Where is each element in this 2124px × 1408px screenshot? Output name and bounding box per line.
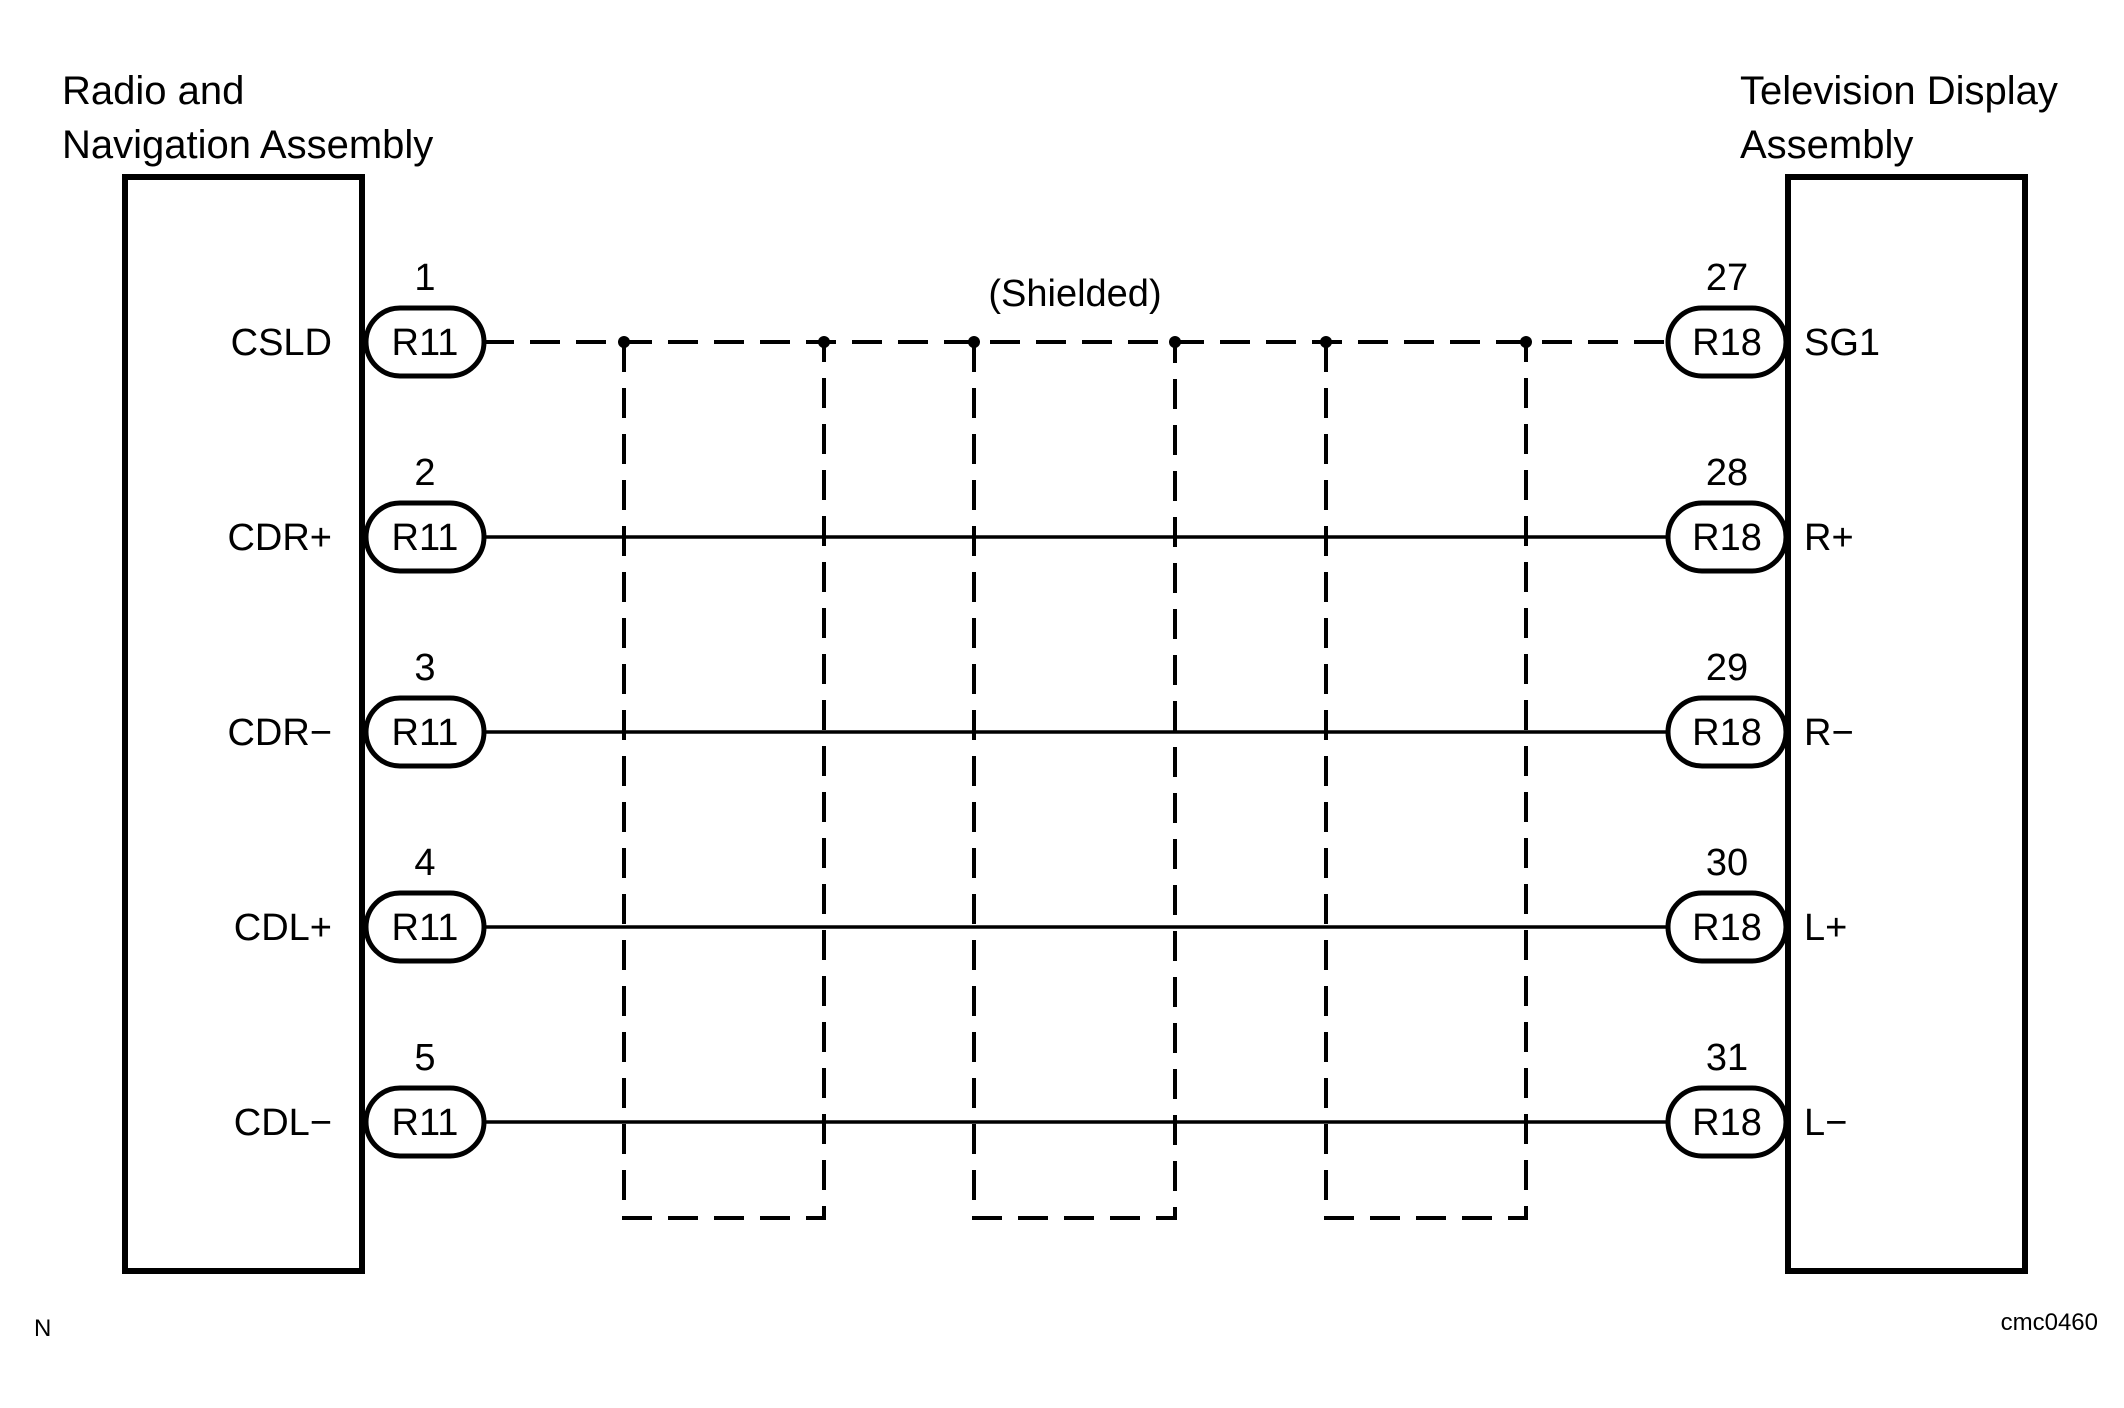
right-connector-pin-28-body bbox=[1665, 500, 1789, 574]
right-connector-pin-27-label: R18 bbox=[1692, 322, 1762, 364]
shield-junction-dot bbox=[1320, 336, 1332, 348]
right-connector-pin-31-body bbox=[1665, 1085, 1789, 1159]
left-connector-pin-1-label: R11 bbox=[392, 322, 459, 364]
left-connector-pin-2-body bbox=[363, 500, 487, 574]
shield-drain-1 bbox=[622, 342, 826, 1220]
right-component-title-line-2: Assembly bbox=[1740, 123, 1913, 167]
right-signal-31: L− bbox=[1804, 1102, 1847, 1144]
shield-layer bbox=[622, 342, 1528, 1220]
right-connector-pin-30-label: R18 bbox=[1692, 907, 1762, 949]
shield-label: (Shielded) bbox=[988, 273, 1161, 315]
left-component-title-line-2: Navigation Assembly bbox=[62, 123, 433, 167]
figure-code: cmc0460 bbox=[2001, 1309, 2098, 1336]
right-connector-pin-27-body bbox=[1665, 305, 1789, 379]
right-signal-28: R+ bbox=[1804, 517, 1854, 559]
left-pin-number-3: 3 bbox=[414, 647, 435, 689]
left-pin-number-1: 1 bbox=[414, 257, 435, 299]
shield-junction-dot bbox=[1520, 336, 1532, 348]
right-connector-pin-28: R18 bbox=[1665, 500, 1789, 574]
left-signal-4: CDL+ bbox=[234, 907, 332, 949]
left-pin-number-5: 5 bbox=[414, 1037, 435, 1079]
left-connector-pin-3-body bbox=[363, 695, 487, 769]
left-connector-pin-4: R11 bbox=[363, 890, 487, 964]
wire-layer bbox=[484, 340, 1668, 1124]
left-signal-3: CDR− bbox=[227, 712, 332, 754]
shield-junction-layer bbox=[618, 336, 1532, 348]
right-signal-29: R− bbox=[1804, 712, 1854, 754]
shield-drain-3 bbox=[1324, 342, 1528, 1220]
left-connector-pin-2: R11 bbox=[363, 500, 487, 574]
left-component-box bbox=[122, 174, 365, 1274]
right-component-title-line-1: Television Display bbox=[1740, 69, 2058, 113]
right-connector-pin-31: R18 bbox=[1665, 1085, 1789, 1159]
right-signal-27: SG1 bbox=[1804, 322, 1880, 364]
right-pin-number-27: 27 bbox=[1706, 257, 1748, 299]
left-component-title-line-1: Radio and bbox=[62, 69, 244, 113]
right-component-box bbox=[1785, 174, 2028, 1274]
left-connector-pin-1: R11 bbox=[363, 305, 487, 379]
right-connector-pin-27: R18 bbox=[1665, 305, 1789, 379]
right-connector-pin-29: R18 bbox=[1665, 695, 1789, 769]
right-pin-number-31: 31 bbox=[1706, 1037, 1748, 1079]
shield-junction-dot bbox=[968, 336, 980, 348]
right-signal-30: L+ bbox=[1804, 907, 1847, 949]
left-connector-pin-2-label: R11 bbox=[392, 517, 459, 559]
right-connector-pin-31-label: R18 bbox=[1692, 1102, 1762, 1144]
shield-junction-dot bbox=[1169, 336, 1181, 348]
left-signal-5: CDL− bbox=[234, 1102, 332, 1144]
right-connector-pin-29-body bbox=[1665, 695, 1789, 769]
left-connector-pin-1-body bbox=[363, 305, 487, 379]
right-pin-number-30: 30 bbox=[1706, 842, 1748, 884]
right-connector-pin-29-label: R18 bbox=[1692, 712, 1762, 754]
left-connector-pin-4-body bbox=[363, 890, 487, 964]
corner-mark: N bbox=[34, 1315, 51, 1342]
left-connector-pin-5-body bbox=[363, 1085, 487, 1159]
left-pin-number-4: 4 bbox=[414, 842, 435, 884]
left-connector-pin-5-label: R11 bbox=[392, 1102, 459, 1144]
right-pin-number-29: 29 bbox=[1706, 647, 1748, 689]
left-signal-1: CSLD bbox=[231, 322, 332, 364]
right-pin-number-28: 28 bbox=[1706, 452, 1748, 494]
left-connector-pin-3: R11 bbox=[363, 695, 487, 769]
shield-junction-dot bbox=[618, 336, 630, 348]
left-signal-2: CDR+ bbox=[227, 517, 332, 559]
shield-drain-2 bbox=[972, 342, 1177, 1220]
right-connector-pin-30: R18 bbox=[1665, 890, 1789, 964]
left-connector-pin-3-label: R11 bbox=[392, 712, 459, 754]
right-connector-pin-28-label: R18 bbox=[1692, 517, 1762, 559]
left-connector-pin-5: R11 bbox=[363, 1085, 487, 1159]
right-connector-pin-30-body bbox=[1665, 890, 1789, 964]
shield-junction-dot bbox=[818, 336, 830, 348]
left-pin-number-2: 2 bbox=[414, 452, 435, 494]
left-connector-pin-4-label: R11 bbox=[392, 907, 459, 949]
